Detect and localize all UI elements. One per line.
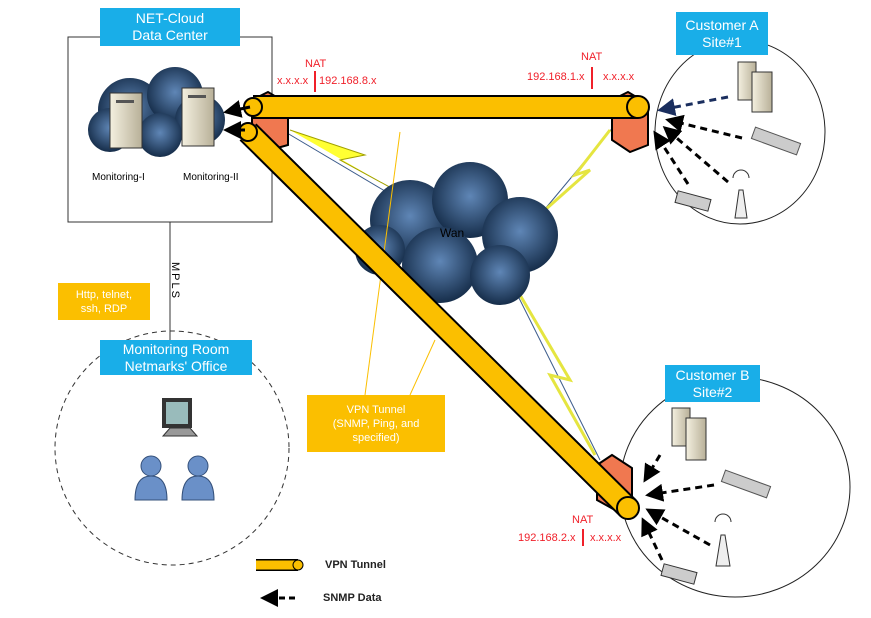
mpls-label: MPLS	[168, 262, 181, 300]
snmp-arrow-icon	[643, 454, 662, 483]
data-center-label: NET-Cloud Data Center	[100, 8, 240, 46]
snmp-arrow-icon	[645, 483, 715, 502]
lightning-icon	[518, 294, 597, 456]
wan-link	[281, 129, 401, 201]
lightning-icon	[289, 129, 396, 191]
wireless-ap-icon-site-a	[732, 169, 750, 219]
snmp-arrow-icon	[662, 126, 729, 184]
wan-link	[514, 289, 601, 461]
server-icon-site-b	[671, 407, 707, 461]
server-label: Monitoring-I	[92, 172, 145, 183]
nat-label-site-b: NAT	[572, 514, 594, 526]
protocols-label: Http, telnet, ssh, RDP	[58, 283, 150, 320]
office-boundary	[54, 330, 290, 566]
site-b-outside-ip: x.x.x.x	[590, 532, 622, 544]
vpn-tunnel-site-a	[253, 95, 650, 119]
site-a-outside-ip: x.x.x.x	[603, 71, 635, 83]
office-label: Monitoring Room Netmarks' Office	[100, 340, 252, 375]
dc-inside-ip: 192.168.8.x	[319, 75, 377, 87]
site-b-label: Customer B Site#2	[665, 365, 760, 402]
legend-tunnel-icon	[256, 559, 304, 571]
monitor-icon	[161, 398, 199, 437]
snmp-arrow-icon	[653, 130, 690, 185]
server-icon-site-a	[737, 61, 773, 113]
lightning-icon	[544, 129, 612, 212]
site-a-label: Customer A Site#1	[676, 12, 768, 55]
nat-label-dc: NAT	[305, 58, 327, 70]
site-b-inside-ip: 192.168.2.x	[518, 532, 576, 544]
legend-snmp-label: SNMP Data	[323, 592, 382, 604]
switch-icon-site-b	[720, 469, 772, 499]
dc-outside-ip: x.x.x.x	[277, 75, 309, 87]
snmp-arrow-icon	[223, 100, 251, 118]
switch-icon-site-a	[750, 126, 802, 156]
vpn-tunnel-site-b	[238, 122, 640, 520]
router-icon-site-b	[660, 563, 698, 585]
wireless-ap-icon-site-b	[714, 513, 732, 567]
legend-tunnel-label: VPN Tunnel	[325, 559, 386, 571]
snmp-arrow-icon	[645, 508, 711, 547]
snmp-arrow-icon	[641, 517, 664, 561]
server-icon-monitoring-i	[109, 92, 143, 149]
server-icon-monitoring-ii	[181, 87, 215, 147]
site-b-boundary	[619, 376, 851, 598]
vpn-callout: VPN Tunnel (SNMP, Ping, and specified)	[307, 395, 445, 452]
nat-label-site-a: NAT	[581, 51, 603, 63]
callout-pointer	[409, 339, 436, 396]
user-icon	[134, 455, 168, 501]
snmp-arrow-icon	[657, 95, 729, 117]
wan-cloud-icon	[355, 162, 558, 305]
router-icon-site-a	[674, 190, 712, 212]
snmp-arrow-icon	[665, 114, 743, 140]
user-icon	[181, 455, 215, 501]
site-a-inside-ip: 192.168.1.x	[527, 71, 585, 83]
wan-label: Wan	[440, 226, 465, 240]
server-label: Monitoring-II	[183, 172, 239, 183]
